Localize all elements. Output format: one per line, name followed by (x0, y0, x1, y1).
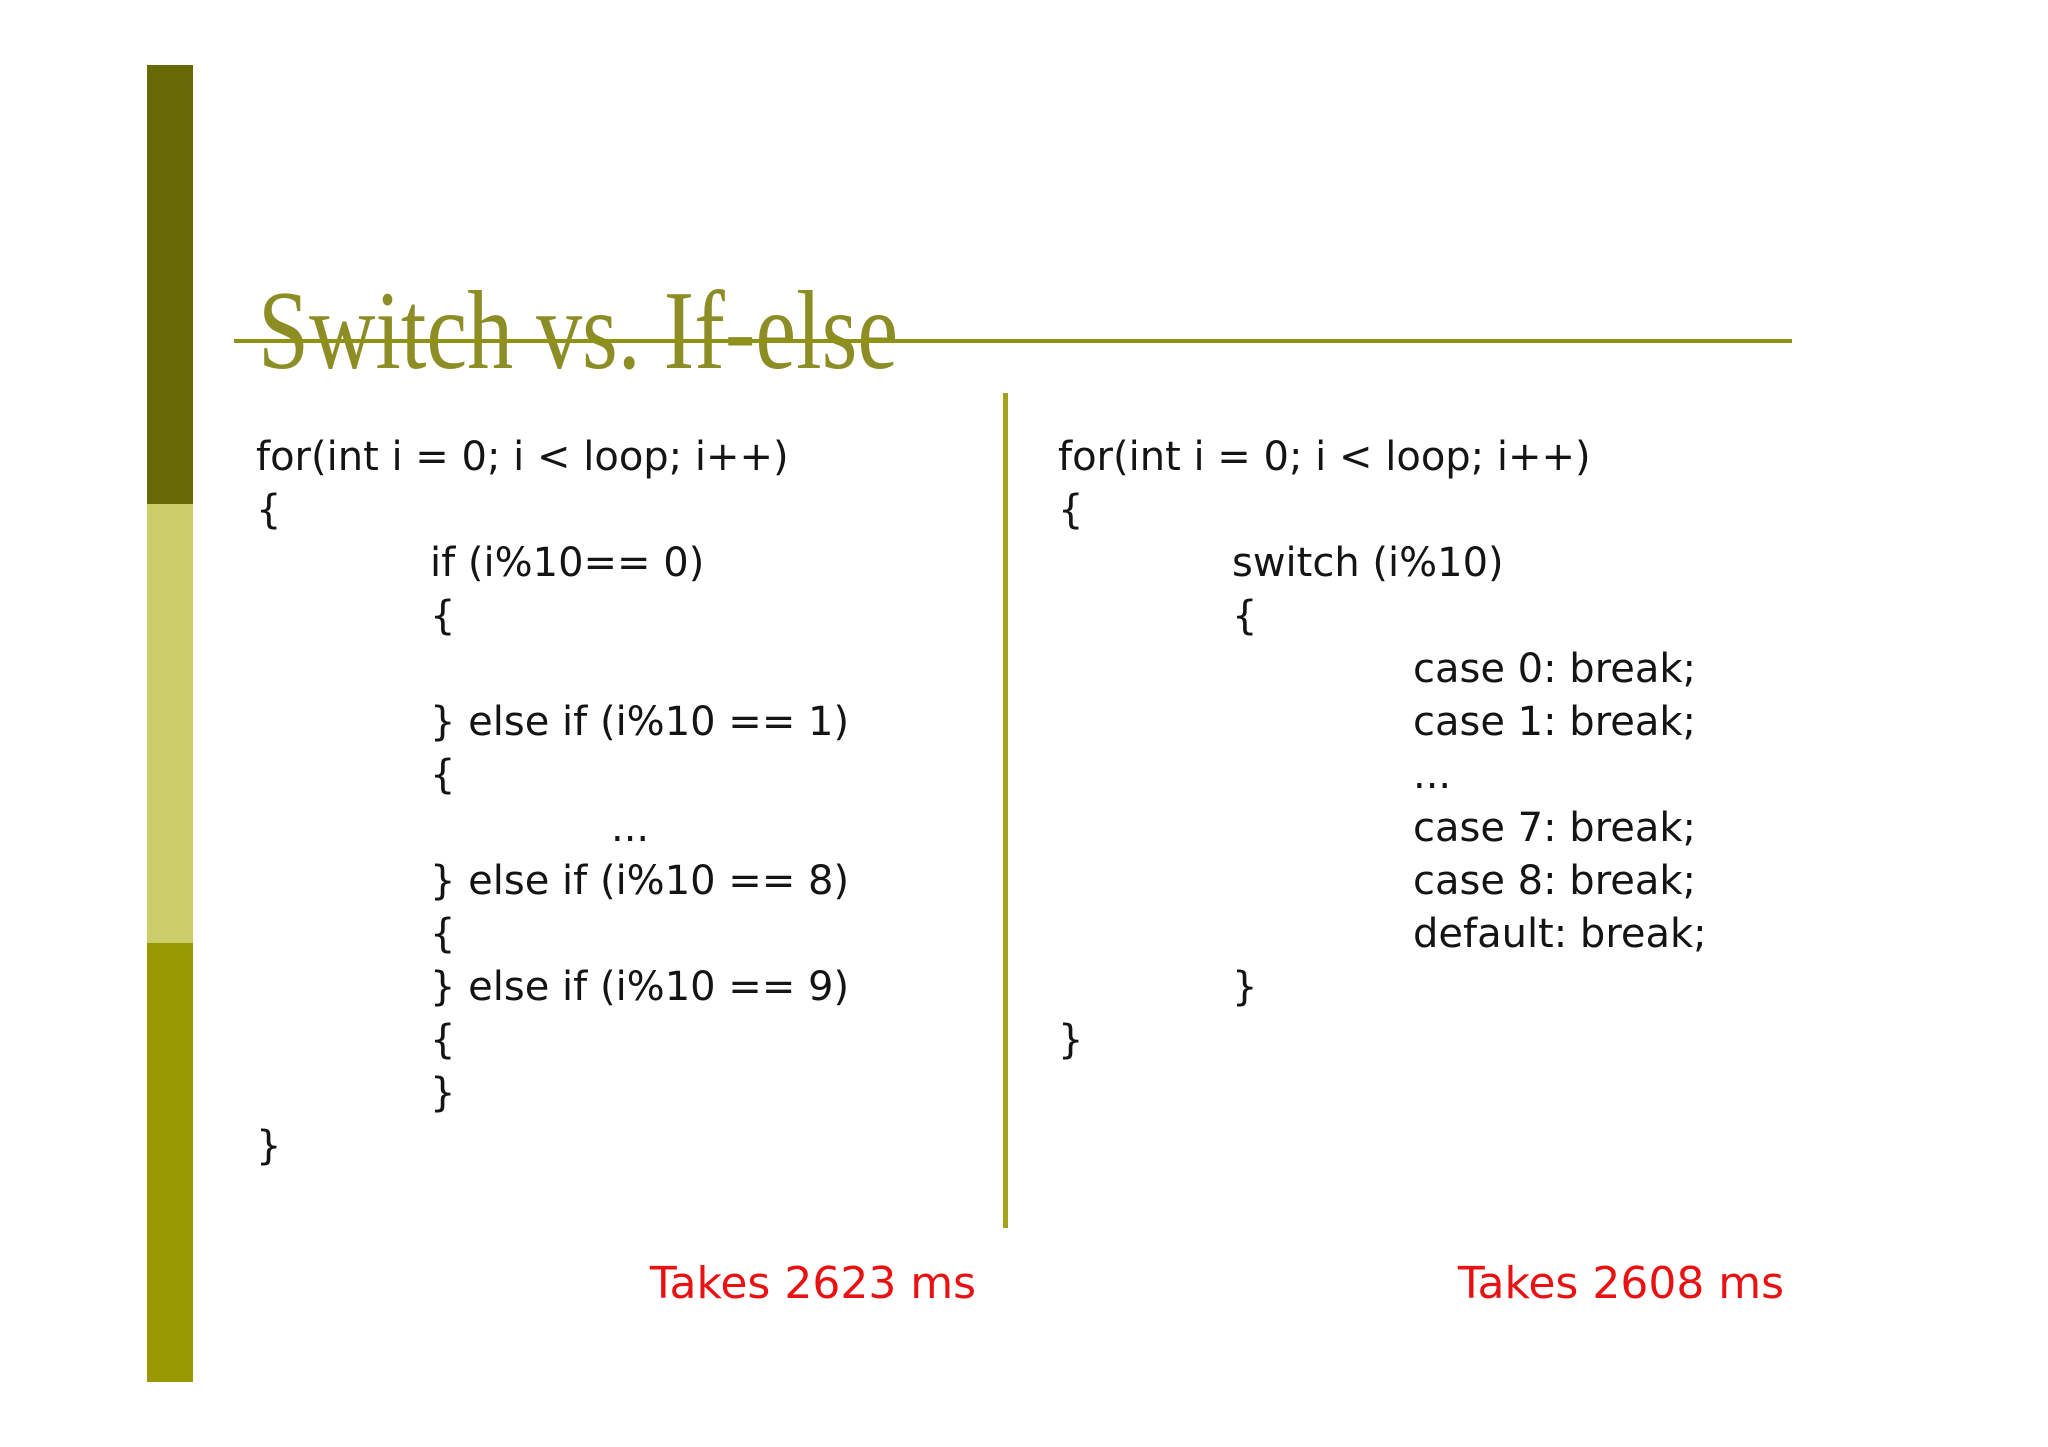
title-underline (234, 339, 1792, 343)
code-line: ... (1413, 752, 1452, 798)
code-line: { (256, 487, 282, 533)
code-line: } else if (i%10 == 8) (430, 858, 850, 904)
code-line: } else if (i%10 == 9) (430, 964, 850, 1010)
code-line: case 8: break; (1413, 858, 1697, 904)
code-line: { (430, 752, 456, 798)
code-line: for(int i = 0; i < loop; i++) (1058, 434, 1591, 480)
code-line: } (1058, 1017, 1084, 1063)
if-else-code-block: for(int i = 0; i < loop; i++) { if (i%10… (256, 431, 849, 1173)
sidebar-segment-light (147, 504, 193, 943)
code-line: { (430, 593, 456, 639)
code-line: } else if (i%10 == 1) (430, 699, 850, 745)
slide-accent-sidebar (147, 65, 193, 1382)
switch-timing-label: Takes 2608 ms (1457, 1258, 1785, 1309)
ifelse-timing-label: Takes 2623 ms (649, 1258, 977, 1309)
sidebar-segment-mid (147, 943, 193, 1382)
code-line: } (430, 1070, 456, 1116)
code-line (256, 643, 849, 696)
code-line: { (430, 1017, 456, 1063)
code-line: case 1: break; (1413, 699, 1697, 745)
code-line: ... (611, 805, 650, 851)
code-line: default: break; (1413, 911, 1707, 957)
code-line: { (430, 911, 456, 957)
slide-title: Switch vs. If-else (258, 269, 899, 394)
code-line: case 0: break; (1413, 646, 1697, 692)
code-line: for(int i = 0; i < loop; i++) (256, 434, 789, 480)
code-line: { (1058, 487, 1084, 533)
switch-code-block: for(int i = 0; i < loop; i++) { switch (… (1058, 431, 1707, 1067)
code-line: { (1232, 593, 1258, 639)
code-line: case 7: break; (1413, 805, 1697, 851)
code-line: } (256, 1123, 282, 1169)
column-divider (1003, 393, 1008, 1228)
code-line: switch (i%10) (1232, 540, 1504, 586)
sidebar-segment-dark (147, 65, 193, 504)
code-line: if (i%10== 0) (430, 540, 705, 586)
code-line: } (1232, 964, 1258, 1010)
